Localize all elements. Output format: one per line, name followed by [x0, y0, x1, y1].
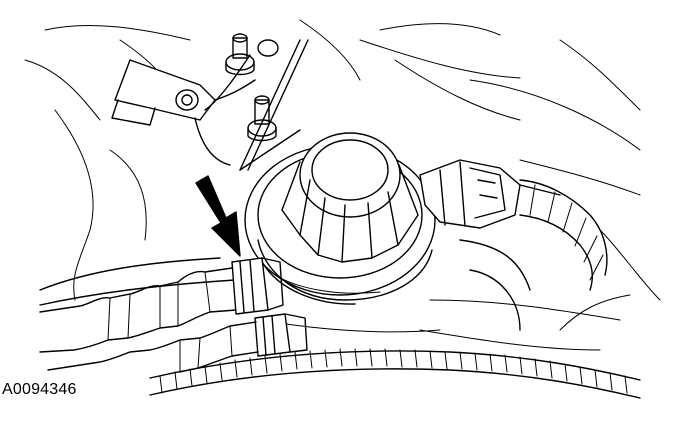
mounting-bracket [111, 39, 309, 171]
figure-id-label: A0094346 [2, 381, 77, 398]
background-contours [24, 19, 661, 351]
hose-fitting-upper [231, 257, 284, 315]
hose-fitting-lower [254, 313, 308, 357]
hose-lower [47, 321, 259, 373]
electrical-connector [419, 159, 561, 229]
stud-upper [225, 33, 279, 76]
hose-upper [39, 267, 237, 353]
valve-body [244, 132, 436, 305]
corrugated-conduit [149, 348, 641, 399]
arrow-icon [195, 175, 241, 257]
wiring-harness-right [459, 179, 608, 331]
stud-lower [247, 95, 277, 142]
